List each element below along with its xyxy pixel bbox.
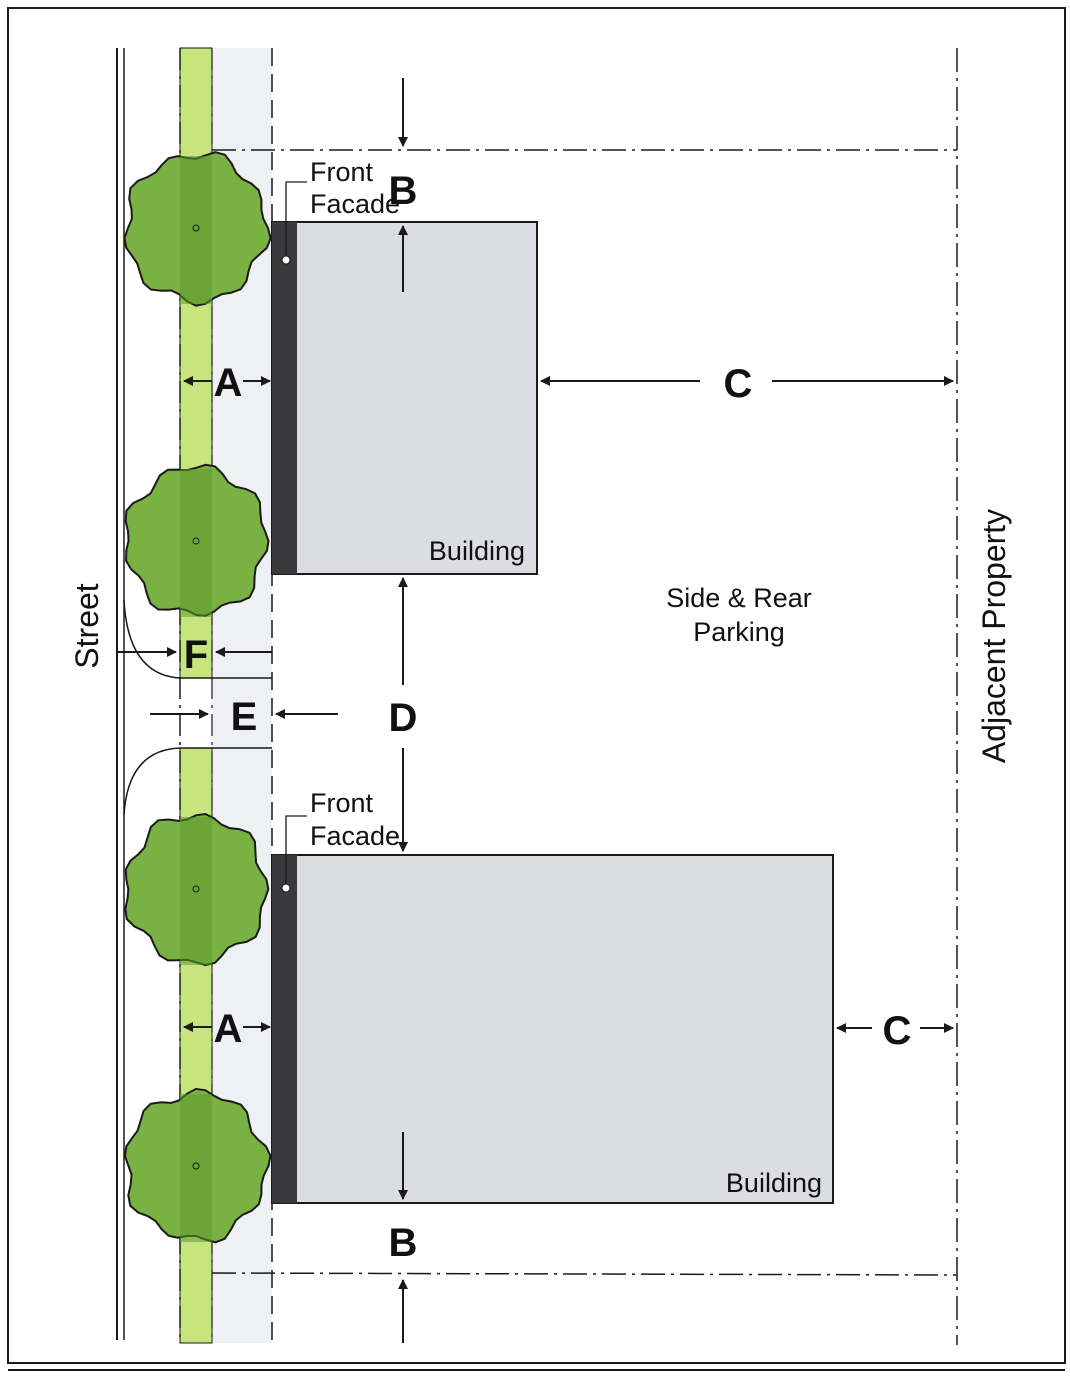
tree-strip-shade xyxy=(180,1094,212,1242)
parking-label-line2: Parking xyxy=(693,617,785,647)
facade-dot-top xyxy=(281,255,291,265)
dim-A-bottom-label: A xyxy=(214,1007,243,1051)
facade-leader-top xyxy=(285,181,307,258)
front-facade-bottom xyxy=(272,855,297,1203)
dim-A-top-label: A xyxy=(214,361,243,405)
dim-D-label: D xyxy=(389,696,418,740)
setback-line-bottom xyxy=(211,1272,958,1276)
tree-4-icon xyxy=(123,1087,272,1244)
building-bottom xyxy=(271,854,834,1204)
tree-trunk-icon xyxy=(192,1162,200,1170)
front-facade-top-label-2: Facade xyxy=(310,189,400,219)
facade-leader-bottom xyxy=(285,815,307,886)
facade-dot-bottom xyxy=(281,883,291,893)
tree-trunk-icon xyxy=(192,224,200,232)
tree-1-icon xyxy=(123,151,272,307)
front-facade-bottom-label-2: Facade xyxy=(310,821,400,851)
dim-C-bottom-label: C xyxy=(883,1009,912,1053)
tree-trunk-icon xyxy=(192,537,200,545)
building-top-label: Building xyxy=(429,536,525,566)
building-top xyxy=(271,221,538,575)
tree-strip-shade xyxy=(180,817,212,965)
driveway-curb-return-bottom xyxy=(123,747,272,816)
tree-3-icon xyxy=(124,812,270,967)
dim-E-label: E xyxy=(231,695,258,739)
building-bottom-label: Building xyxy=(726,1168,822,1198)
dim-F-label: F xyxy=(184,633,208,677)
tree-2-icon xyxy=(124,463,270,617)
dim-B-top-label: B xyxy=(389,169,418,213)
tree-strip-shade xyxy=(180,156,212,304)
tree-trunk-icon xyxy=(192,885,200,893)
parking-label-line1: Side & Rear xyxy=(666,583,812,613)
outer-frame xyxy=(7,7,1066,1364)
street-label: Street xyxy=(69,583,105,668)
dim-B-bottom-label: B xyxy=(389,1221,418,1265)
tree-strip-shade xyxy=(180,469,212,617)
front-facade-bottom-label-1: Front xyxy=(310,788,374,818)
adjacent-property-label: Adjacent Property xyxy=(976,509,1012,763)
front-facade-top-label-1: Front xyxy=(310,157,374,187)
dim-C-top-label: C xyxy=(724,362,753,406)
driveway-curb-return-top xyxy=(123,599,272,679)
front-facade-top xyxy=(272,222,297,574)
